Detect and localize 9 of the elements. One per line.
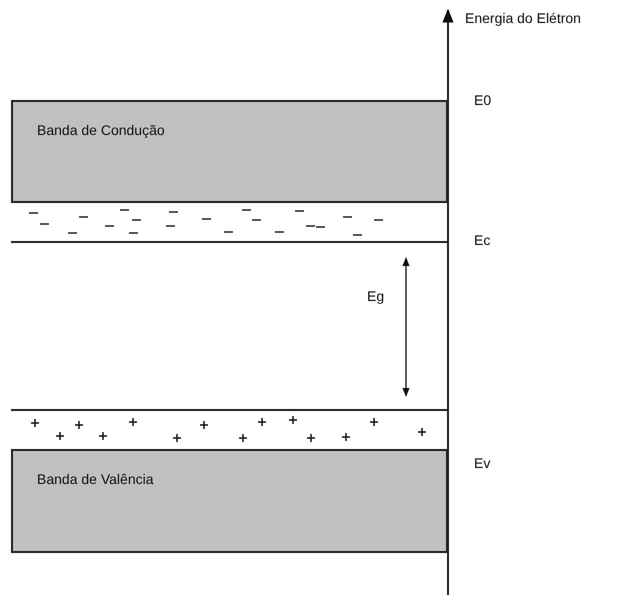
axis-label: Energia do Elétron: [465, 10, 581, 26]
band-label: Banda de Condução: [37, 122, 165, 138]
band-gap-label: Eg: [367, 288, 384, 304]
band-label: Banda de Valência: [37, 471, 154, 487]
energy-level-label: Ev: [474, 455, 490, 471]
energy-level-label: Ec: [474, 232, 490, 248]
energy-level-label: E0: [474, 92, 492, 108]
energy-band: [11, 449, 448, 553]
energy-band: [11, 100, 448, 203]
